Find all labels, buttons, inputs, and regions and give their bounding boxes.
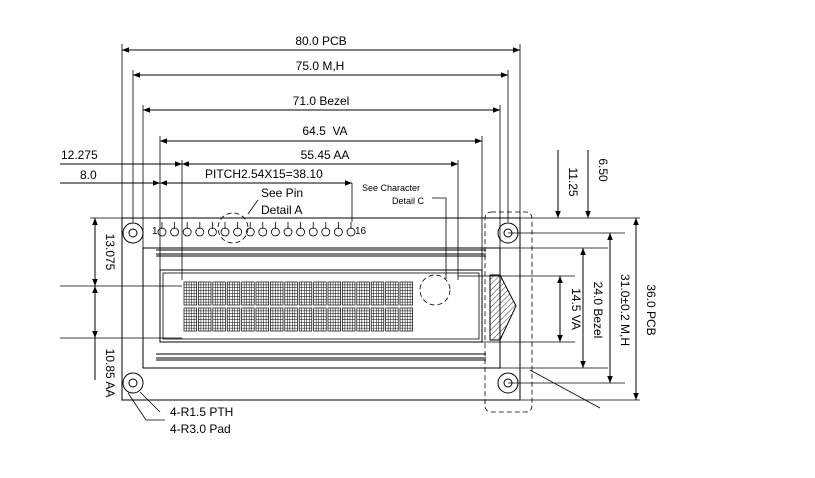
dim-left-vert-2-label: 10.85 AA (103, 349, 117, 398)
character-cell (385, 281, 399, 306)
character-cell (241, 307, 255, 332)
dim-left-offset-1-label: 12.275 (61, 148, 98, 162)
character-cell (255, 307, 269, 332)
character-cell (327, 281, 341, 306)
character-cell (298, 281, 313, 306)
dim-pitch-label: PITCH2.54X15=38.10 (205, 167, 323, 181)
character-cell (212, 281, 226, 306)
mounting-hole-tl (122, 222, 144, 244)
pin-row (157, 222, 356, 237)
character-cell (385, 307, 399, 332)
character-cell (284, 281, 298, 306)
pin-pad (333, 227, 343, 237)
pin-pad (170, 227, 180, 237)
dim-top-right-2-label: 6.50 (596, 158, 610, 182)
character-cell (370, 307, 385, 332)
character-cell (183, 281, 197, 306)
dim-pcb-width-label: 80.0 PCB (295, 34, 346, 48)
dim-top-right-1-label: 11.25 (566, 167, 580, 196)
hatched-connector (489, 274, 517, 341)
character-cell (226, 281, 241, 306)
pin-pad (321, 227, 331, 237)
dim-va-width-label: 64.5 VA (302, 124, 347, 138)
character-cell (270, 307, 284, 332)
character-cell (198, 307, 212, 332)
character-cell (313, 307, 327, 332)
character-cell (342, 307, 356, 332)
pin-pad (308, 227, 318, 237)
dim-left-offset-2-label: 8.0 (80, 168, 97, 182)
pin-pad (157, 227, 167, 237)
pin-pad (346, 227, 356, 237)
dim-left-vert-2 (60, 286, 182, 380)
pcb-outline (121, 217, 521, 401)
pin-last-label: 16 (355, 226, 367, 237)
see-character-label: See Character (362, 183, 420, 193)
see-pin-label: See Pin (261, 186, 303, 200)
pad-label: 4-R3.0 Pad (170, 422, 231, 436)
pin-pad (182, 227, 192, 237)
leader-bottom-right (529, 369, 601, 409)
detail-a-label: Detail A (261, 203, 302, 217)
character-cell (255, 281, 269, 306)
pin-pad (245, 227, 255, 237)
dim-va-height-label: 14.5 VA (569, 288, 583, 330)
detail-c-callout (419, 197, 451, 306)
dim-left-vert-1 (60, 217, 182, 287)
dashed-detail-outline (484, 211, 533, 413)
pin-pad (207, 227, 217, 237)
dim-right-extensions (458, 217, 640, 401)
character-cell (399, 281, 413, 306)
character-cell (313, 281, 327, 306)
detail-a-callout (217, 199, 259, 244)
dim-aa-width-label: 55.45 AA (301, 148, 350, 162)
pin-pad (258, 227, 268, 237)
character-cell (370, 281, 385, 306)
top-rail (156, 249, 486, 257)
pth-label: 4-R1.5 PTH (170, 405, 233, 419)
pin-pad (233, 227, 243, 237)
dim-mh-width-label: 75.0 M,H (296, 59, 345, 73)
character-cell (183, 307, 197, 332)
dim-pcb-height-label: 36.0 PCB (644, 284, 658, 335)
pin-pad (220, 227, 230, 237)
character-cell (198, 281, 212, 306)
pin-first-label: 1 (152, 226, 158, 237)
pin-pad (283, 227, 293, 237)
dim-bezel-width-label: 71.0 Bezel (293, 94, 350, 108)
character-cell (270, 281, 284, 306)
character-cell (241, 281, 255, 306)
character-cell (399, 307, 413, 332)
pin-pad (270, 227, 280, 237)
character-cell (356, 281, 370, 306)
character-cell (284, 307, 298, 332)
bottom-rail (156, 353, 486, 361)
dim-mh-height-label: 31.0±0.2 M,H (618, 274, 632, 346)
pin-pad (296, 227, 306, 237)
character-cell (298, 307, 313, 332)
pin-pad (195, 227, 205, 237)
character-cell (226, 307, 241, 332)
detail-c-label: Detail C (392, 196, 425, 206)
extension-lines (121, 44, 521, 280)
character-grid (183, 281, 413, 332)
character-cell (212, 307, 226, 332)
character-cell (327, 307, 341, 332)
hole-leader (127, 391, 165, 421)
mounting-hole-bl (122, 372, 144, 394)
viewing-area (159, 269, 483, 343)
character-cell (356, 307, 370, 332)
character-cell (342, 281, 356, 306)
dim-left-vert-1-label: 13.075 (103, 234, 117, 271)
dim-bezel-height-label: 24.0 Bezel (591, 282, 605, 339)
